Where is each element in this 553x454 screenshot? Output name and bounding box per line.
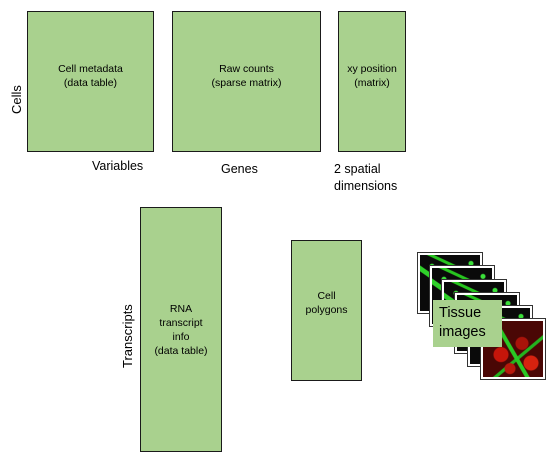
raw-counts-box: Raw counts (sparse matrix) xyxy=(172,11,321,152)
genes-label: Genes xyxy=(221,162,258,176)
transcripts-axis-label: Transcripts xyxy=(120,304,135,368)
tissue-image-tile xyxy=(480,318,546,380)
spatial-dimensions-label: 2 spatial dimensions xyxy=(334,162,398,193)
tissue-images-label: Tissue images xyxy=(433,300,502,347)
cell-polygons-box: Cell polygons xyxy=(291,240,362,381)
cell-metadata-box: Cell metadata (data table) xyxy=(27,11,154,152)
rna-transcript-box: RNA transcript info (data table) xyxy=(140,207,222,452)
variables-label: Variables xyxy=(92,159,144,173)
cells-axis-label: Cells xyxy=(9,85,24,114)
xy-position-box: xy position (matrix) xyxy=(338,11,406,152)
